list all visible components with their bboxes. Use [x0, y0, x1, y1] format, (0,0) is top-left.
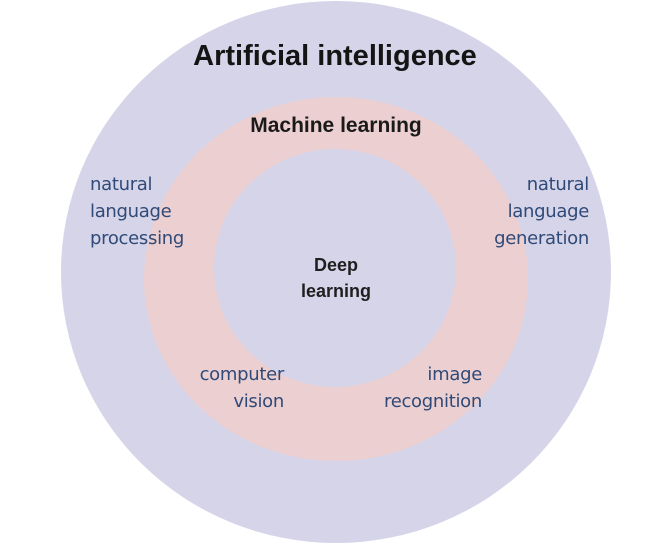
ir-line-2: recognition — [383, 391, 482, 412]
dl-label-line-2: learning — [300, 281, 371, 301]
nlg-line-3: generation — [494, 228, 589, 249]
nlp-label: natural language processing — [90, 171, 184, 252]
dl-label: Deep learning — [0, 252, 658, 304]
nlg-line-1: natural — [526, 174, 590, 195]
cv-line-1: computer — [199, 364, 285, 385]
nlp-line-1: natural — [90, 174, 153, 195]
nlg-label: natural language generation — [494, 171, 589, 252]
ir-label: image recognition — [384, 361, 482, 415]
cv-label: computer vision — [199, 361, 285, 415]
dl-inner-ellipse — [214, 149, 456, 387]
cv-line-2: vision — [233, 391, 284, 412]
ir-line-1: image — [427, 364, 482, 385]
nlg-line-2: language — [507, 201, 590, 222]
ai-label: Artificial intelligence — [193, 40, 477, 72]
ml-label: Machine learning — [250, 114, 422, 137]
nlp-line-2: language — [90, 201, 172, 222]
dl-label-line-1: Deep — [313, 255, 358, 275]
nlp-line-3: processing — [90, 228, 185, 249]
